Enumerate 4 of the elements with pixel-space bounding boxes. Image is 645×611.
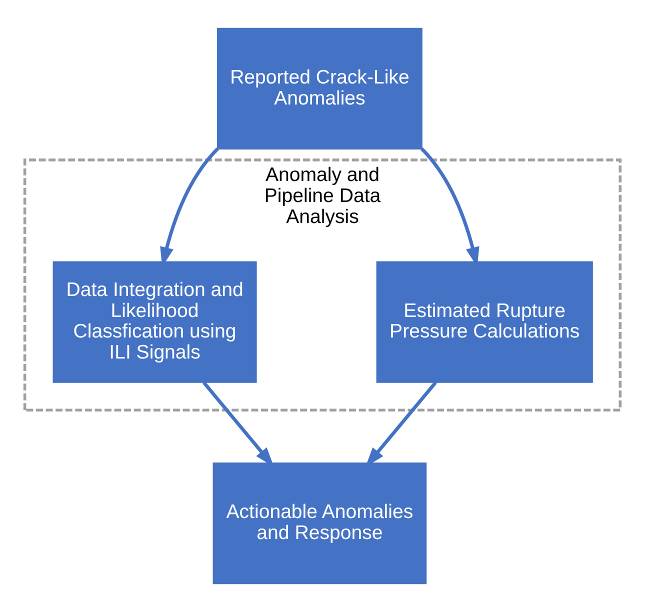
- node-box: Reported Crack-Like Anomalies: [216, 27, 422, 149]
- node-box: Estimated Rupture Pressure Calculations: [376, 260, 593, 382]
- node-box: Data Integration and Likelihood Classfication using ILI Signals: [52, 260, 257, 382]
- node-box: Actionable Anomalies and Response: [212, 462, 427, 584]
